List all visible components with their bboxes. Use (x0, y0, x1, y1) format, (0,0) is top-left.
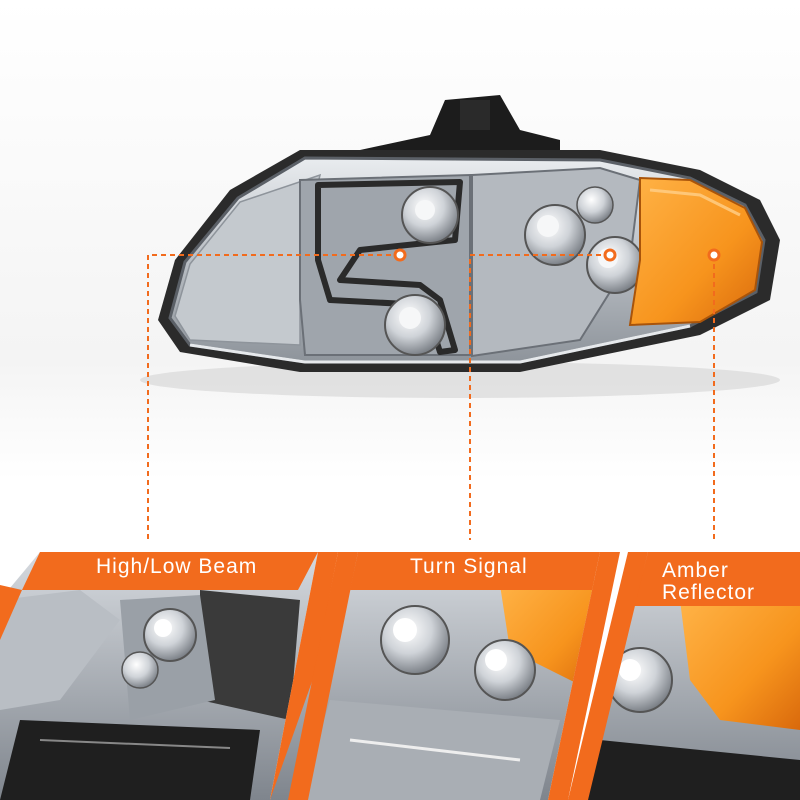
marker-turn (603, 248, 617, 262)
callout-lines (147, 254, 715, 540)
callout-line-beam (147, 254, 400, 540)
callout-markers (393, 248, 721, 262)
callout-line-turn (469, 254, 610, 540)
label-high-low-beam: High/Low Beam (96, 555, 258, 578)
label-amber-reflector: Amber Reflector (662, 560, 755, 604)
marker-beam (393, 248, 407, 262)
detail-panel-beam (0, 552, 338, 800)
label-amber-line2: Reflector (662, 581, 756, 604)
label-amber-line1: Amber (662, 559, 729, 582)
marker-amber (707, 248, 721, 262)
headlight-assembly (140, 95, 780, 398)
label-turn-signal: Turn Signal (410, 555, 528, 578)
detail-panel-amber (568, 552, 800, 800)
